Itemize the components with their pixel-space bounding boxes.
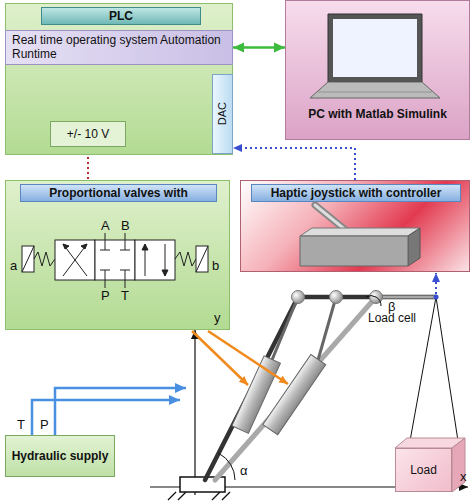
- diagram-box: Load: [395, 448, 452, 492]
- hydraulic-cylinders: [232, 354, 326, 434]
- box-label: DAC: [216, 102, 229, 125]
- joystick-icon-part: [315, 205, 348, 232]
- laptop-icon: [310, 14, 440, 98]
- annotation-label: B: [121, 219, 130, 234]
- annotation-label: a: [10, 259, 17, 274]
- annotation-label: b: [212, 259, 219, 274]
- joystick-icon-part: [408, 228, 420, 266]
- load-box-faces: [395, 438, 465, 492]
- booms-part: [215, 297, 376, 480]
- box-label: PC with Matlab Simulink: [290, 107, 465, 121]
- valve-symbol-part: [105, 233, 125, 288]
- diagram-box: Haptic joystick with controller: [240, 180, 470, 272]
- cylinder-rods: [272, 297, 336, 360]
- load-cell-point: [434, 295, 439, 300]
- valve-symbol-part: [63, 244, 87, 276]
- annotation-label: α: [240, 464, 248, 479]
- annotation-label: T: [17, 418, 25, 433]
- box-label: PLC: [41, 7, 201, 25]
- valve-symbol-part: [34, 252, 55, 266]
- valve-symbol-part: [63, 244, 87, 276]
- hydraulic-lines-part: [55, 388, 186, 435]
- valve-signal-lines: [192, 331, 288, 385]
- joystick-icon-part: [315, 205, 348, 232]
- valve-symbol-part: [196, 246, 208, 272]
- box-label: Real time operating system Automation Ru…: [12, 33, 226, 62]
- joints-part: [292, 291, 305, 304]
- annotation-label: y: [214, 311, 221, 326]
- axes: [150, 330, 468, 500]
- cylinder-rods-part: [318, 297, 336, 360]
- annotation-label: P: [40, 418, 49, 433]
- load-suspension: [410, 297, 458, 441]
- booms-part: [376, 296, 436, 299]
- joystick-icon: [300, 205, 420, 266]
- valve-symbol-part: [55, 240, 95, 280]
- load-cell-signal: [435, 273, 437, 294]
- angle-arcs-part: [366, 296, 381, 306]
- joystick-icon-part: [300, 236, 408, 266]
- laptop-icon-part: [318, 92, 432, 93]
- connector: [233, 46, 285, 49]
- diagram-box: PLC Real time operating system Automation…: [5, 3, 233, 155]
- annotation-label: P: [101, 289, 110, 304]
- axes-part: [222, 492, 230, 500]
- diagram-box: PC with Matlab Simulink: [285, 0, 470, 140]
- valve-symbol: [22, 233, 208, 288]
- connector: [233, 148, 355, 180]
- axes-part: [178, 492, 186, 500]
- diagram-box: +/- 10 V: [50, 121, 126, 147]
- angle-arcs-part: [219, 453, 235, 480]
- laptop-icon-part: [328, 14, 422, 82]
- valve-signal-lines-part: [208, 331, 288, 384]
- annotation-label: x: [460, 470, 467, 485]
- valve-symbol-part: [165, 244, 166, 276]
- valve-symbol-part: [22, 246, 34, 272]
- axes-part: [194, 330, 195, 495]
- angle-arcs: [219, 296, 381, 480]
- hydraulic-cylinders-part: [263, 354, 326, 434]
- valve-symbol-part: [22, 246, 34, 272]
- laptop-icon-part: [333, 19, 417, 77]
- annotation-label: Load cell: [368, 312, 416, 326]
- valve-symbol-part: [175, 252, 196, 266]
- valve-symbol-part: [145, 244, 146, 276]
- valve-symbol-part: [142, 244, 148, 250]
- diagram-box: Hydraulic supply: [5, 435, 115, 477]
- valve-symbol-part: [135, 240, 175, 280]
- diagram-box: DAC: [212, 74, 233, 154]
- axes-part: [168, 492, 176, 500]
- box-label: +/- 10 V: [67, 127, 109, 141]
- valve-symbol-part: [162, 270, 168, 276]
- annotation-label: A: [101, 219, 110, 234]
- joints: [292, 291, 383, 304]
- joystick-icon-part: [300, 228, 420, 236]
- load-suspension-part: [436, 297, 458, 441]
- annotation-label: β: [388, 300, 395, 315]
- valve-symbol-part: [100, 240, 130, 280]
- valve-symbol-part: [196, 246, 208, 272]
- box-label: Haptic joystick with controller: [251, 184, 461, 202]
- valve-symbol-part: [81, 244, 87, 249]
- cylinder-rods-part: [272, 297, 298, 360]
- valve-symbol-part: [95, 240, 135, 280]
- diagram-box: Real time operating system Automation Ru…: [5, 30, 233, 65]
- valve-symbol-part: [63, 244, 69, 249]
- diagram-box: Proportional valves with: [5, 180, 230, 330]
- annotation-label: T: [121, 289, 129, 304]
- box-label: Load: [410, 463, 437, 477]
- joints-part: [330, 291, 343, 304]
- laptop-icon-part: [310, 82, 440, 98]
- box-label: Proportional valves with: [20, 184, 217, 202]
- box-label: Hydraulic supply: [12, 449, 109, 463]
- axes-part: [212, 492, 220, 500]
- hydraulic-lines: [32, 388, 186, 435]
